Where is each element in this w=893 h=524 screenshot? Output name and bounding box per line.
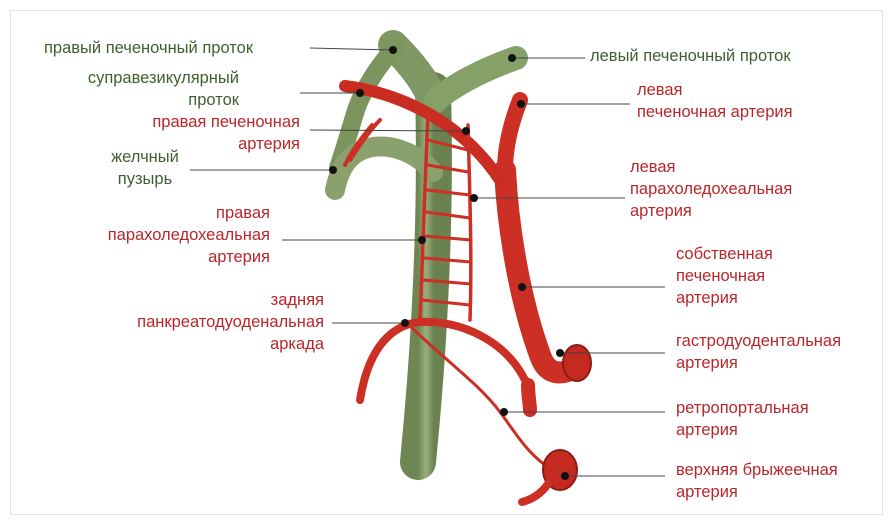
label-right-paracholedochal-artery: правая парахоледохеальная артерия — [70, 202, 270, 268]
label-proper-hepatic-artery: собственная печеночная артерия — [676, 243, 773, 309]
label-gastroduodenal-artery: гастродуодентальная артерия — [676, 330, 841, 374]
label-superior-mesenteric-artery: верхняя брыжеечная артерия — [676, 459, 838, 503]
label-left-hepatic-duct: левый печеночный проток — [590, 45, 791, 67]
label-left-hepatic-artery: левая печеночная артерия — [637, 79, 793, 123]
label-posterior-pancreaticoduodenal-arcade: задняя панкреатодуоденальная аркада — [96, 289, 324, 355]
label-retroportal-artery: ретропортальная артерия — [676, 397, 809, 441]
label-supravesicular-duct: суправезикулярный проток — [54, 67, 239, 111]
superior-mesenteric-stem — [522, 484, 548, 502]
gastroduodenal-cut-end — [563, 345, 591, 381]
label-right-hepatic-duct: правый печеночный проток — [44, 37, 253, 59]
left-hepatic-duct — [436, 58, 516, 100]
label-left-paracholedochal-artery: левая парахоледохеальная артерия — [630, 156, 792, 222]
left-paracholedochal-vessel — [468, 125, 471, 320]
gastroduodenal-base — [528, 385, 530, 410]
label-right-hepatic-artery: правая печеночная артерия — [120, 111, 300, 155]
